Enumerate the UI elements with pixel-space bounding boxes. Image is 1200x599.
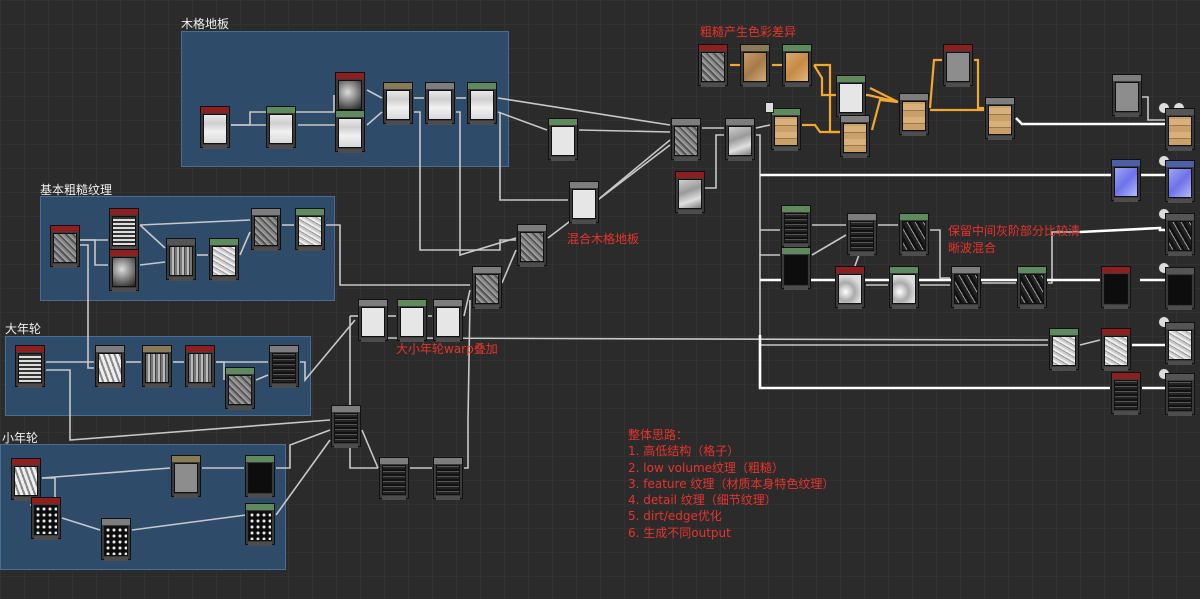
frame-title-wood-floor: 木格地板 [181, 17, 230, 31]
node-height-blend[interactable] [671, 118, 701, 161]
node-clouds[interactable] [675, 171, 705, 214]
annotation-keep-gray-1: 保留中间灰阶部分比较清 [948, 224, 1081, 238]
node-ring-gradient-b[interactable] [185, 345, 215, 388]
node-tile-generator[interactable] [200, 106, 230, 149]
notes-item: 2. low volume纹理（粗糙） [628, 460, 785, 475]
node-ring-warp[interactable] [95, 345, 125, 388]
notes-item: 4. detail 纹理（细节纹理） [628, 493, 777, 508]
graph-frame-icon[interactable] [765, 102, 774, 113]
node-gradient-map-a[interactable] [740, 44, 770, 87]
output-normal[interactable] [1165, 160, 1195, 203]
frame-base-rough[interactable] [40, 196, 335, 301]
node-warp-levels[interactable] [397, 299, 427, 342]
node-rough-levels-b[interactable] [295, 208, 325, 251]
output-basecolor[interactable] [1165, 108, 1195, 151]
workflow-notes: 整体思路： 1. 高低结构（格子） 2. low volume纹理（粗糙） 3.… [628, 427, 834, 541]
node-detail-levels[interactable] [899, 213, 929, 256]
node-rough-levels[interactable] [209, 238, 239, 281]
node-dirt-levels-a[interactable] [781, 205, 811, 248]
node-dirt-levels-b[interactable] [781, 247, 811, 290]
notes-title: 整体思路： [628, 428, 689, 442]
node-wood-floor-levels[interactable] [467, 82, 497, 125]
node-ring-levels[interactable] [225, 367, 255, 410]
notes-item: 3. feature 纹理（材质本身特色纹理） [628, 476, 835, 491]
node-color-blend-a[interactable] [840, 115, 870, 158]
node-perlin-noise-b[interactable] [109, 249, 139, 292]
node-small-ring-levels-a[interactable] [245, 455, 275, 498]
node-gradient-map-b[interactable] [771, 108, 801, 151]
node-detail-blend[interactable] [847, 213, 877, 256]
node-warp-output[interactable] [472, 266, 502, 309]
node-rough-out-blend[interactable] [951, 266, 981, 309]
node-gradient-map-c[interactable] [836, 75, 866, 118]
node-normal-source[interactable] [1111, 159, 1141, 202]
node-ring-combine-c[interactable] [433, 457, 463, 500]
notes-item: 1. 高低结构（格子） [628, 444, 740, 459]
node-rough-blend[interactable] [251, 208, 281, 251]
node-mix-blend[interactable] [569, 181, 599, 224]
node-uniform-black[interactable] [1101, 266, 1131, 309]
node-warp-blend-a[interactable] [358, 299, 388, 342]
output-metallic[interactable] [1165, 267, 1195, 310]
node-cells[interactable] [698, 44, 728, 87]
notes-item: 6. 生成不同output [628, 525, 731, 540]
node-normal-convert[interactable] [1101, 328, 1131, 371]
output-ao[interactable] [1165, 373, 1195, 416]
node-hsl-a[interactable] [782, 44, 812, 87]
node-height-blend-b[interactable] [725, 118, 755, 161]
node-ring-blend[interactable] [269, 345, 299, 388]
node-small-ring-warp[interactable] [101, 518, 131, 561]
frame-title-small-ring: 小年轮 [2, 431, 39, 445]
node-wood-floor-transform[interactable] [266, 106, 296, 149]
node-color-blend-c[interactable] [985, 97, 1015, 140]
node-perlin-noise[interactable] [335, 72, 365, 115]
node-color-blend-b[interactable] [899, 93, 929, 136]
output-height[interactable] [1165, 322, 1195, 365]
node-ring-combine-b[interactable] [379, 457, 409, 500]
node-tile-sampler-ring[interactable] [15, 345, 45, 388]
node-uniform-color[interactable] [1112, 74, 1142, 117]
node-ao-convert[interactable] [1111, 372, 1141, 415]
frame-small-ring[interactable] [0, 444, 286, 570]
node-clouds-levels[interactable] [889, 266, 919, 309]
node-height-levels[interactable] [1049, 328, 1079, 371]
frame-title-base-rough: 基本粗糙纹理 [40, 183, 113, 197]
node-clouds-b[interactable] [835, 266, 865, 309]
node-highpass[interactable] [943, 44, 973, 87]
annotation-color-variation: 粗糙产生色彩差异 [700, 25, 797, 39]
node-anisotropic-noise[interactable] [109, 208, 139, 251]
node-ring-combine[interactable] [331, 405, 361, 448]
frame-title-big-ring: 大年轮 [5, 322, 42, 336]
node-rough-out-levels[interactable] [1017, 266, 1047, 309]
annotation-keep-gray-2: 晰波混合 [948, 241, 997, 255]
node-warp-blend-b[interactable] [433, 299, 463, 342]
node-small-ring-gradient[interactable] [171, 455, 201, 498]
node-wood-floor-blend-a[interactable] [383, 82, 413, 125]
node-gradient-small-ring[interactable] [11, 458, 41, 501]
node-wood-floor-blend-b[interactable] [425, 82, 455, 125]
node-small-ring-levels-b[interactable] [245, 503, 275, 546]
node-rough-warp[interactable] [166, 238, 196, 281]
node-floor-levels[interactable] [548, 118, 578, 161]
node-grunge-map[interactable] [50, 225, 80, 268]
node-ring-gradient-a[interactable] [142, 345, 172, 388]
node-directional-warp[interactable] [517, 224, 547, 267]
node-wood-floor-warp[interactable] [335, 110, 365, 153]
annotation-ring-warp: 大小年轮warp叠加 [396, 342, 498, 356]
node-bnw-spots[interactable] [31, 497, 61, 540]
annotation-mix-wood-floor: 混合木格地板 [567, 232, 640, 246]
output-roughness[interactable] [1165, 213, 1195, 256]
notes-item: 5. dirt/edge优化 [628, 509, 722, 524]
